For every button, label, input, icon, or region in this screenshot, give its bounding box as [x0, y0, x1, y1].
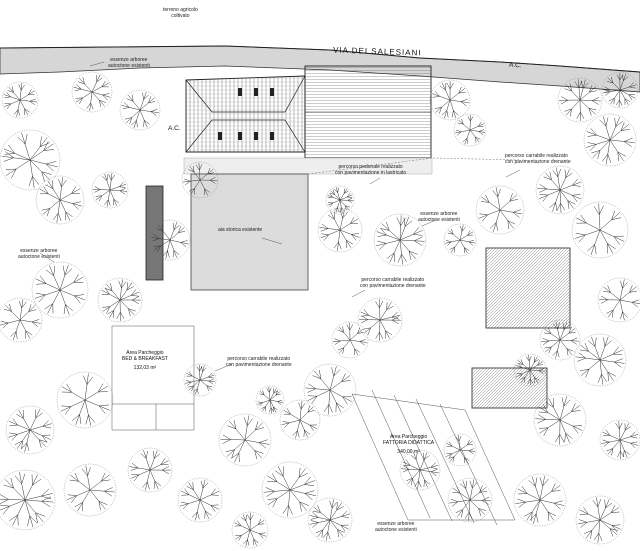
- trees-top-label-line1: essenze arboree: [110, 57, 148, 63]
- parking-bb-area: 132,03 m²: [133, 365, 157, 371]
- tree-canopy-3: [0, 129, 61, 191]
- tree-canopy-7: [181, 161, 219, 199]
- parking-farm-title-line2: FATTORIA DIDATTICA: [383, 440, 435, 446]
- tree-canopy-1: [71, 71, 113, 113]
- top-field-label-line2: coltivato: [171, 13, 190, 19]
- tree-canopy-44: [325, 185, 355, 215]
- side-building-right-large: [485, 247, 571, 329]
- drive-top-right-label-line2: con pavimentazione drenante: [505, 159, 571, 165]
- tree-canopy-5: [91, 171, 129, 209]
- trees-bottom-label-line2: autoctone esistenti: [375, 527, 417, 533]
- trees-left-label-line2: autoctone esistenti: [18, 254, 60, 260]
- pedestrian-path-label-line1: percorso pedonale realizzato: [338, 164, 403, 170]
- tree-canopy-19: [177, 477, 223, 523]
- tree-canopy-32: [597, 277, 640, 323]
- tree-canopy-28: [533, 393, 587, 447]
- tree-canopy-13: [5, 405, 55, 455]
- driveway-top: [307, 157, 521, 175]
- top-field-label-line1: terreno agricolo: [163, 7, 198, 13]
- ac-north-label: A.C.: [168, 125, 181, 132]
- tree-canopy-42: [317, 207, 363, 253]
- tree-canopy-34: [535, 165, 585, 215]
- parking-bb-title-line2: BED & BREAKFAST: [122, 356, 168, 362]
- tree-canopy-39: [453, 113, 487, 147]
- tree-canopy-29: [599, 419, 640, 461]
- tree-canopy-35: [583, 113, 637, 167]
- drive-mid-label: percorso carrabile realizzato con pavime…: [360, 277, 426, 289]
- drive-lower-label-line2: con pavimentazione drenante: [226, 362, 292, 368]
- tree-canopy-15: [63, 463, 117, 517]
- pedestrian-path-label-line2: con pavimentazione in lastricato: [335, 170, 407, 176]
- tree-canopy-11: [97, 277, 143, 323]
- tree-canopy-48: [183, 363, 217, 397]
- tree-canopy-12: [56, 371, 114, 429]
- tree-canopy-17: [218, 413, 272, 467]
- tree-canopy-26: [513, 473, 567, 527]
- tree-canopy-43: [373, 213, 427, 267]
- tree-canopy-37: [601, 71, 639, 109]
- tree-canopy-27: [575, 495, 625, 545]
- tree-canopy-16: [127, 447, 173, 493]
- trees-bottom-label: essenze arboree autoctone esistenti: [375, 521, 417, 533]
- tree-canopy-20: [307, 497, 353, 543]
- drive-mid-label-line1: percorso carrabile realizzato: [361, 277, 425, 283]
- parking-farm-title-line1: Area Parcheggio: [389, 434, 428, 440]
- drive-mid-label-line2: con pavimentazione drenante: [360, 283, 426, 289]
- side-building-left: [145, 185, 164, 281]
- pedestrian-path-label: percorso pedonale realizzato con pavimen…: [335, 164, 406, 176]
- tree-canopy-2: [119, 89, 161, 131]
- tree-canopy-9: [31, 261, 89, 319]
- drive-top-right-label: percorso carrabile realizzato con pavime…: [505, 153, 571, 165]
- tree-canopy-10: [0, 297, 43, 343]
- tree-canopy-41: [443, 223, 477, 257]
- tree-canopy-33: [571, 201, 629, 259]
- tree-canopy-50: [443, 433, 477, 467]
- trees-mid-label-line2: autoctone esistenti: [418, 217, 460, 223]
- road-ac-label: A.C.: [508, 61, 522, 70]
- trees-left-label: essenze arboree autoctone esistenti: [18, 248, 60, 260]
- tree-canopy-49: [255, 385, 285, 415]
- tree-canopy-25: [447, 477, 493, 523]
- top-field-label: terreno agricolo coltivato: [163, 7, 198, 19]
- parking-bb-label: Area Parcheggio BED & BREAKFAST 132,03 m…: [122, 350, 168, 371]
- tree-canopy-40: [475, 185, 525, 235]
- trees-left-label-line1: essenze arboree: [20, 248, 58, 254]
- tree-canopy-22: [303, 363, 357, 417]
- drive-lower-label-line1: percorso carrabile realizzato: [227, 356, 291, 362]
- trees-mid-label: essenze arboree autoctone esistenti: [418, 211, 460, 223]
- tree-canopy-4: [35, 175, 85, 225]
- drive-lower-label: percorso carrabile realizzato con pavime…: [226, 356, 292, 368]
- tree-canopy-8: [149, 219, 191, 261]
- tree-canopy-38: [429, 79, 471, 121]
- tree-canopy-24: [399, 449, 441, 491]
- side-building-right-small: [471, 367, 548, 409]
- tree-canopy-31: [539, 319, 581, 361]
- trees-top-label-line2: autoctone esistenti: [108, 63, 150, 69]
- trees-mid-label-line1: essenze arboree: [420, 211, 458, 217]
- tree-canopy-6: [1, 81, 39, 119]
- tree-canopy-36: [557, 77, 603, 123]
- courtyard-label: aia storica esistente: [218, 227, 263, 233]
- tree-canopy-14: [0, 469, 56, 531]
- historic-courtyard: [190, 173, 309, 291]
- parking-farm-area: 340,00 m²: [397, 449, 420, 455]
- tree-canopies: [0, 71, 640, 549]
- parking-bb-title-line1: Area Parcheggio: [126, 350, 164, 356]
- tree-canopy-46: [331, 321, 369, 359]
- tree-canopy-30: [573, 333, 627, 387]
- tree-canopy-18: [261, 461, 319, 519]
- tree-canopy-45: [357, 297, 403, 343]
- parking-farm-outline: [351, 389, 516, 526]
- tree-canopy-21: [231, 511, 269, 549]
- main-building: [185, 65, 432, 159]
- drive-top-right-label-line1: percorso carrabile realizzato: [505, 153, 568, 159]
- trees-bottom-label-line1: essenze arboree: [377, 521, 415, 527]
- parking-bb-outline: [111, 325, 195, 431]
- tree-canopy-23: [279, 399, 321, 441]
- tree-canopy-47: [513, 353, 547, 387]
- trees-top-label: essenze arboree autoctone esistenti: [108, 57, 150, 69]
- parking-farm-label: Area Parcheggio FATTORIA DIDATTICA 340,0…: [383, 434, 434, 455]
